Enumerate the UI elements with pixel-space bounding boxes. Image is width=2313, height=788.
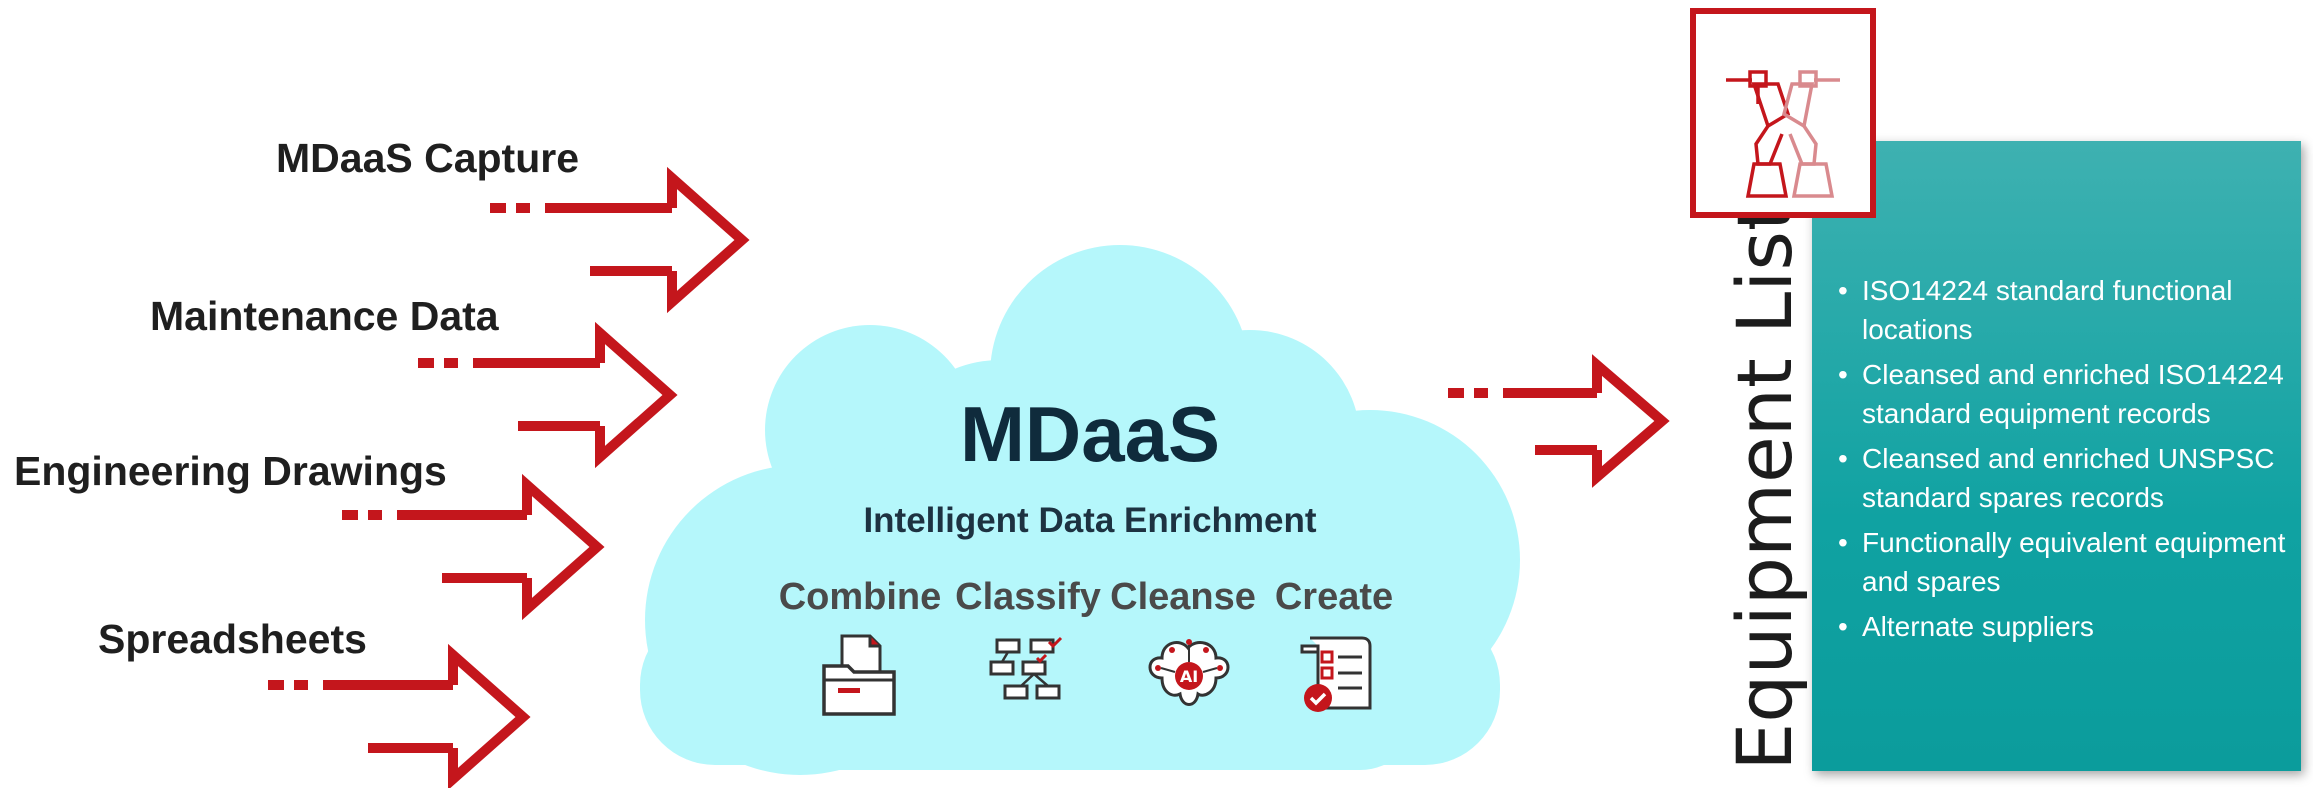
input-arrow-2 [418, 321, 678, 469]
step-label-combine: Combine [778, 576, 942, 618]
folder-document-icon [822, 634, 896, 716]
equipment-bullet-list: •ISO14224 standard functional locations … [1838, 271, 2286, 652]
source-label-maintenance-data: Maintenance Data [150, 293, 499, 339]
source-label-engineering-drawings: Engineering Drawings [14, 448, 447, 494]
step-label-create: Create [1274, 576, 1394, 618]
source-label-mdaas-capture: MDaaS Capture [276, 135, 580, 181]
cloud-title: MDaaS [959, 390, 1221, 478]
step-label-cleanse: Cleanse [1110, 576, 1256, 618]
output-arrow [1448, 354, 1670, 488]
list-item: •ISO14224 standard functional locations [1838, 275, 2233, 345]
list-item: •Alternate suppliers [1838, 611, 2094, 642]
equipment-list-title: Equipment List [1720, 201, 1809, 771]
step-label-classify: Classify [955, 576, 1101, 618]
mdaas-cloud [640, 245, 1520, 775]
equipment-list-panel: •ISO14224 standard functional locations … [1812, 141, 2301, 771]
input-arrow-1 [490, 166, 750, 314]
classification-flow-icon [989, 636, 1063, 700]
source-label-spreadsheets: Spreadsheets [98, 616, 367, 662]
svg-text:AI: AI [1180, 667, 1198, 686]
robot-icon-box [1690, 8, 1876, 218]
list-item: •Cleansed and enriched ISO14224 standard… [1838, 359, 2284, 429]
robot-arms-icon [1726, 70, 1840, 198]
cloud-subtitle: Intelligent Data Enrichment [863, 501, 1317, 540]
checklist-icon [1300, 636, 1372, 712]
ai-brain-icon: AI [1148, 639, 1230, 706]
input-arrow-4 [268, 643, 531, 788]
list-item: •Functionally equivalent equipment and s… [1838, 527, 2286, 597]
list-item: •Cleansed and enriched UNSPSC standard s… [1838, 443, 2275, 513]
input-arrow-3 [342, 473, 605, 621]
